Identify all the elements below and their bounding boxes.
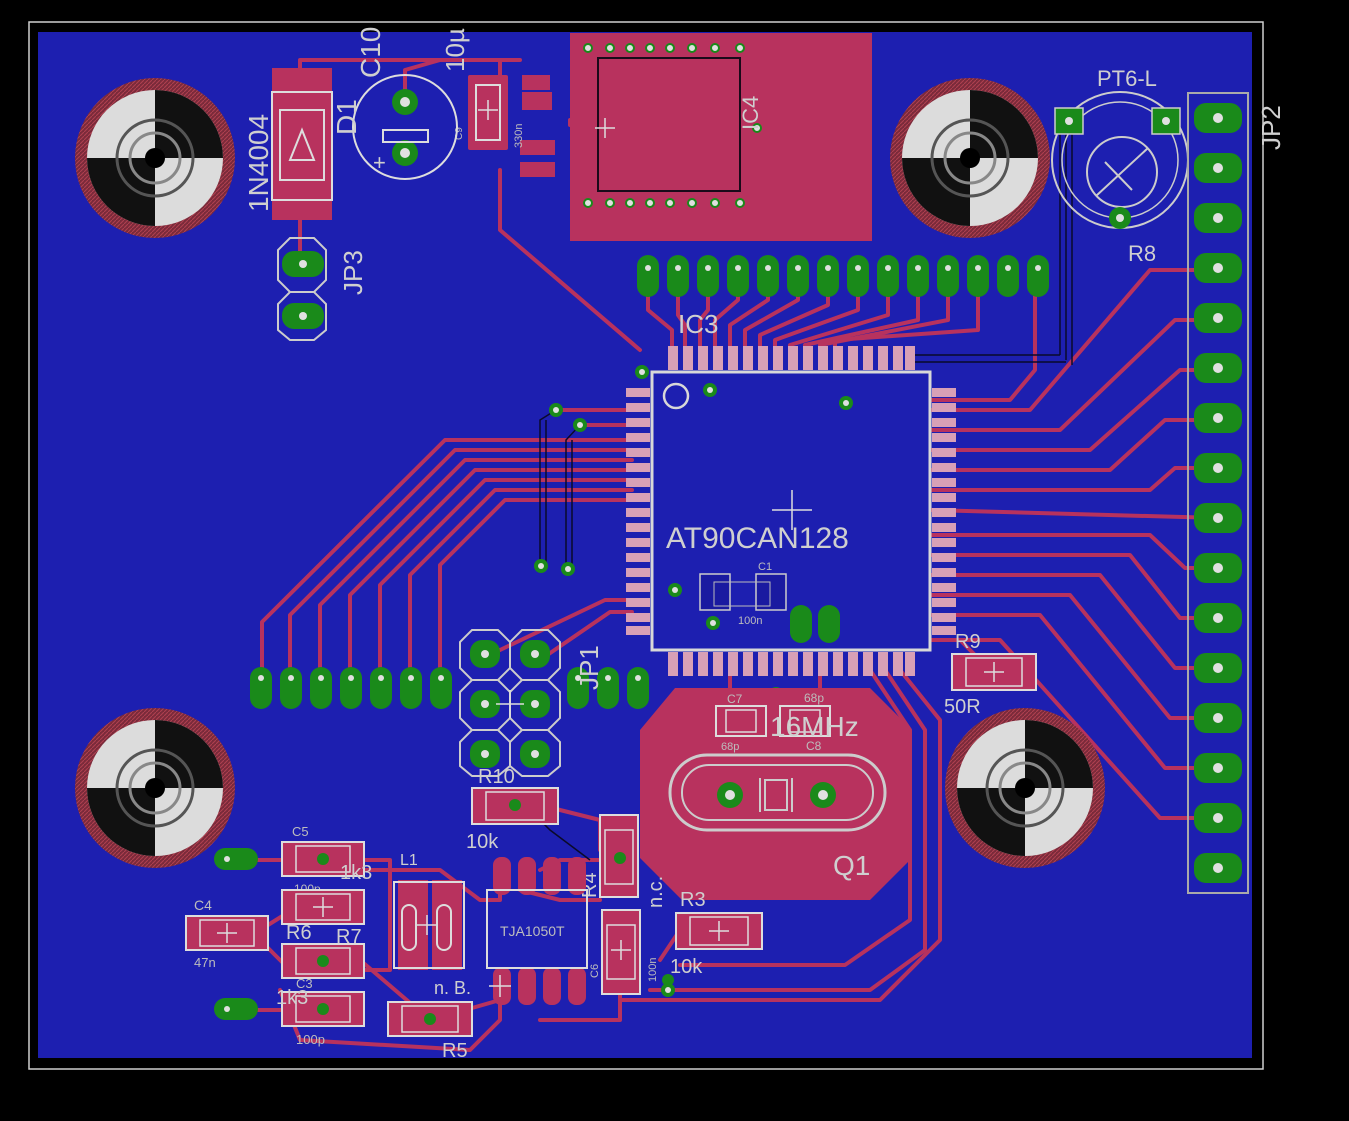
mcu-label: AT90CAN128 <box>666 522 849 555</box>
c7-capacitor[interactable]: C7 68p <box>715 692 767 753</box>
r7-label: R7 <box>336 926 362 948</box>
q1-label: Q1 <box>833 850 870 881</box>
d1-diode[interactable]: 1N4004 D1 <box>243 68 362 220</box>
r9-resistor[interactable]: R9 50R <box>944 631 1037 718</box>
via-pad-left-2 <box>214 998 258 1020</box>
r-row-resistor[interactable] <box>281 943 365 979</box>
r3-resistor[interactable]: R3 10k <box>670 889 763 978</box>
r3-value-label: 10k <box>670 956 703 978</box>
c6-name-label: C6 <box>589 964 601 978</box>
l1-inductor[interactable]: L1 <box>393 852 465 970</box>
via-pad-left-1 <box>214 848 258 870</box>
l1-label: L1 <box>400 852 418 869</box>
jp2-header[interactable]: JP2 <box>1187 92 1286 894</box>
mounting-hole-tr <box>890 78 1050 238</box>
c3-capacitor[interactable]: C3 1k3 100p <box>276 976 365 1047</box>
crystal-q1[interactable]: Q1 <box>640 688 912 900</box>
c9-value-label: 330n <box>513 124 525 148</box>
c8-capacitor[interactable]: C8 68p <box>779 691 831 753</box>
traces <box>223 58 1220 1052</box>
jp2-label: JP2 <box>1256 105 1286 150</box>
c4-capacitor[interactable]: C4 47n <box>185 897 269 970</box>
tja1050t-transceiver[interactable]: TJA1050T <box>486 857 588 1005</box>
c4-name-label: C4 <box>194 897 212 913</box>
r9-value-label: 50R <box>944 696 981 718</box>
c3-value-label: 100p <box>296 1032 325 1047</box>
r10-name-label: R10 <box>478 766 515 788</box>
ic4-regulator[interactable]: IC4 <box>570 33 872 241</box>
jp3-label: JP3 <box>338 250 368 295</box>
r5-resistor[interactable]: n. B. R5 <box>387 978 473 1062</box>
c5-name-label: C5 <box>292 824 309 839</box>
c1-capacitor[interactable]: C1 100n <box>699 561 787 627</box>
r10-value-label: 10k <box>466 831 499 853</box>
mounting-hole-br <box>945 708 1105 868</box>
ic3-header-top[interactable]: IC3 <box>637 255 1049 339</box>
c7-name-label: C7 <box>727 692 743 706</box>
c5-capacitor[interactable]: C5 100p <box>281 824 365 896</box>
r8-label: R8 <box>1128 241 1156 266</box>
jp1-jumper[interactable]: JP1 <box>459 629 604 777</box>
freq-label: 16MHz <box>770 711 859 742</box>
jp3-header[interactable]: JP3 <box>277 237 368 341</box>
c6-capacitor[interactable]: C6 100n <box>589 909 659 995</box>
c4-value-label: 47n <box>194 955 216 970</box>
pt6-label: PT6-L <box>1097 66 1157 91</box>
board-outline <box>28 21 1264 1070</box>
r7-value-label: 1k3 <box>340 862 372 884</box>
c8-value-label: 68p <box>804 691 824 705</box>
d1-value-label: 1N4004 <box>243 114 274 212</box>
via-centers <box>538 369 849 993</box>
c10-name-label: C10 <box>355 27 386 78</box>
r6-label: R6 <box>286 922 312 944</box>
ic4-label: IC4 <box>738 96 763 130</box>
ic3-label: IC3 <box>678 309 718 339</box>
tja-label: TJA1050T <box>500 923 565 939</box>
mounting-hole-bl <box>75 708 235 868</box>
c10-capacitor[interactable]: + C10 10µ <box>352 27 470 180</box>
c1-value-label: 100n <box>738 615 762 627</box>
c6-value-label: 100n <box>647 958 659 982</box>
c7-value-label: 68p <box>721 741 739 753</box>
small-header-2[interactable] <box>790 605 840 643</box>
d1-name-label: D1 <box>331 99 362 135</box>
nb-label: n. B. <box>434 978 471 998</box>
r5-label: R5 <box>442 1040 468 1062</box>
r6-value-label: 1k3 <box>276 987 308 1009</box>
c1-name-label: C1 <box>758 561 772 573</box>
mounting-hole-tl <box>75 78 235 238</box>
left-header-row[interactable] <box>250 667 649 709</box>
c10-value-label: 10µ <box>440 28 470 72</box>
c3-name-label: C3 <box>296 976 313 991</box>
pt6-trimmer[interactable]: PT6-L R8 <box>1051 66 1189 266</box>
mcu-at90can128[interactable]: AT90CAN128 <box>626 346 956 676</box>
c8-name-label: C8 <box>806 739 822 753</box>
cap-below-c5[interactable] <box>281 889 365 925</box>
r3-name-label: R3 <box>680 889 706 911</box>
c10-plus: + <box>373 150 386 175</box>
c9-name-label: C9 <box>454 127 465 140</box>
r10-resistor[interactable]: R10 10k <box>466 766 559 853</box>
r9-name-label: R9 <box>955 631 981 653</box>
jp1-label: JP1 <box>574 645 604 690</box>
nc-label: n.c. <box>645 876 667 908</box>
c9-capacitor[interactable]: 330n C9 <box>454 75 555 177</box>
